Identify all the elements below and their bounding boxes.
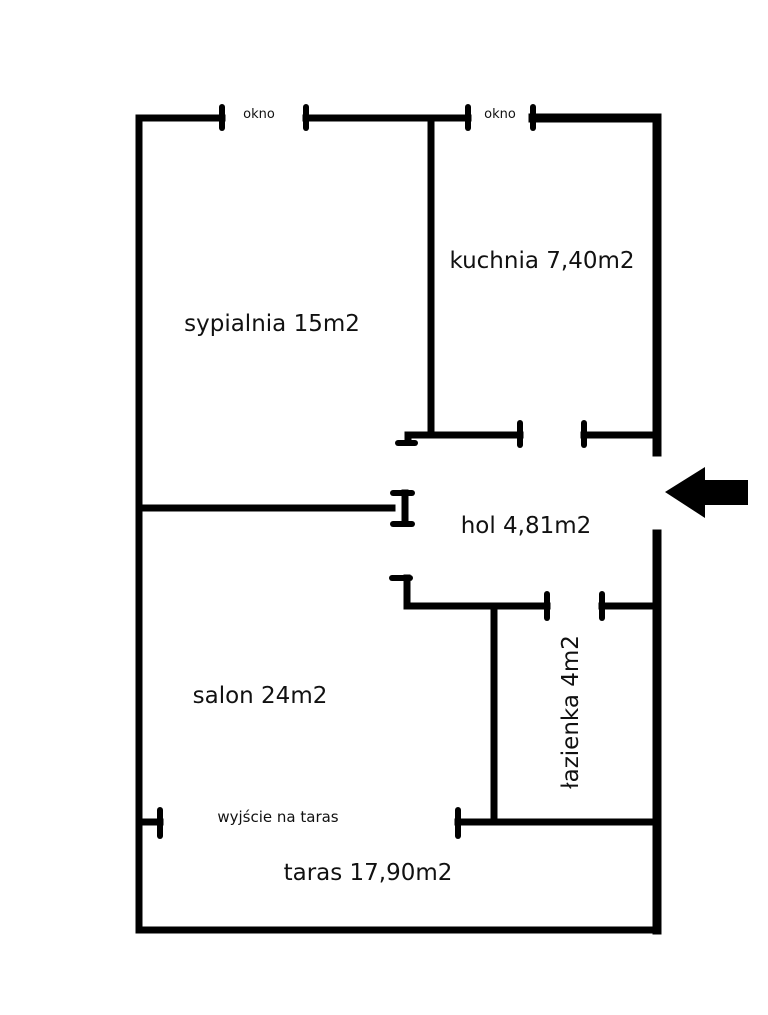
room-label-hall: hol 4,81m2 (461, 513, 592, 539)
kitchen-wall-bottom (404, 431, 524, 446)
outer-wall-left-bottom (135, 114, 661, 934)
arrow-left-icon (665, 467, 748, 518)
window-label: okno (243, 107, 275, 122)
room-label-bedroom: sypialnia 15m2 (184, 311, 360, 337)
walls (135, 104, 662, 935)
terrace-exit-label: wyjście na taras (217, 808, 338, 826)
window-label: okno (484, 107, 516, 122)
room-label-bathroom: łazienka 4m2 (558, 635, 584, 789)
room-label-terrace: taras 17,90m2 (284, 860, 453, 886)
room-label-kitchen: kuchnia 7,40m2 (449, 248, 634, 274)
room-label-salon: salon 24m2 (193, 683, 328, 709)
hall-wall-bottom (403, 574, 551, 610)
